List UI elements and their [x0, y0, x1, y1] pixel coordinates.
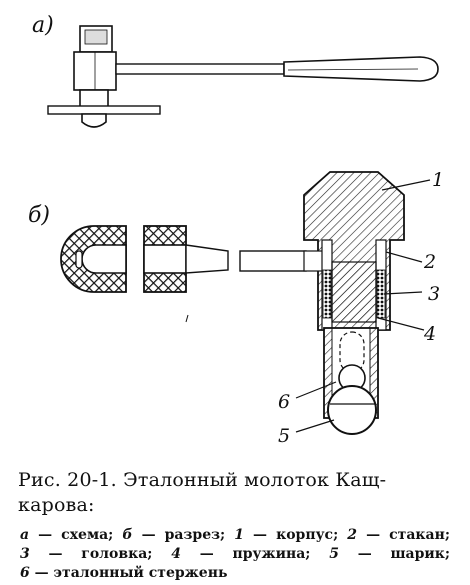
legend-item: 6 — эталонный стержень	[20, 565, 228, 581]
legend-item: б — разрез;	[122, 527, 226, 543]
leader-5	[295, 419, 335, 433]
hammer-handle	[283, 56, 439, 82]
legend-key: 1	[234, 527, 245, 543]
cross-bar	[47, 105, 161, 115]
caption-legend: а — схема; б — разрез; 1 — корпус; 2 — с…	[20, 526, 450, 583]
view-a-schematic: а)	[32, 13, 439, 128]
label-part-3: 3	[428, 283, 440, 305]
legend-key: а	[20, 527, 30, 543]
legend-key: 3	[20, 546, 30, 562]
legend-item: 2 — стакан;	[347, 527, 451, 543]
handle-bore	[81, 244, 127, 274]
legend-item: 4 — пружина;	[171, 546, 311, 562]
reference-rod	[339, 331, 365, 373]
handle-mid-bore	[143, 244, 187, 274]
label-part-4: 4	[423, 323, 436, 345]
rod-section	[239, 250, 307, 272]
legend-item: 1 — корпус;	[234, 527, 339, 543]
label-part-6: 6	[278, 391, 290, 413]
leader-1	[381, 179, 431, 191]
legend-key: 5	[329, 546, 339, 562]
handle-line	[287, 68, 419, 71]
legend-key: 6	[20, 565, 30, 581]
tube-wall-left	[323, 327, 333, 419]
legend-text: стакан;	[389, 527, 451, 543]
head-golovka	[331, 261, 377, 323]
legend-item: 3 — головка;	[20, 546, 153, 562]
figure-caption: Рис. 20-1. Эталонный молоток Кащ- карова…	[0, 468, 470, 583]
legend-text: разрез;	[164, 527, 226, 543]
label-part-1: 1	[432, 169, 444, 191]
handle-slot	[75, 250, 83, 269]
caption-title: Рис. 20-1. Эталонный молоток Кащ- карова…	[18, 468, 452, 518]
legend-item: а — схема;	[20, 527, 114, 543]
hammer-diagram: а) б)	[28, 13, 444, 447]
legend-key: 4	[171, 546, 181, 562]
legend-text: пружина;	[232, 546, 311, 562]
leader-6	[295, 381, 337, 399]
caption-title-line1: Рис. 20-1. Эталонный молоток Кащ-	[18, 469, 387, 491]
stray-mark	[185, 314, 189, 323]
legend-key: 2	[347, 527, 358, 543]
label-part-2: 2	[423, 251, 436, 273]
legend-text: схема;	[61, 527, 114, 543]
legend-text: корпус;	[276, 527, 339, 543]
caption-title-line2: карова:	[18, 494, 95, 516]
legend-item: 5 — шарик;	[329, 546, 451, 562]
leader-2	[385, 251, 423, 263]
legend-text: эталонный стержень	[53, 565, 228, 581]
legend-text: шарик;	[390, 546, 451, 562]
legend-text: головка;	[81, 546, 153, 562]
ball-sharik	[327, 385, 377, 435]
view-b-label: б)	[28, 203, 50, 228]
hammer-rod	[115, 63, 285, 75]
leader-3	[383, 291, 423, 295]
ball-tip	[81, 113, 107, 128]
legend-key: б	[122, 527, 133, 543]
rod-taper	[185, 244, 229, 274]
leader-4	[377, 317, 425, 331]
spring-left	[322, 269, 332, 319]
spring-right	[376, 269, 386, 319]
head-shading	[84, 29, 108, 45]
view-a-label: а)	[32, 13, 54, 38]
label-part-5: 5	[278, 425, 290, 447]
view-b-section: б)	[28, 169, 444, 447]
